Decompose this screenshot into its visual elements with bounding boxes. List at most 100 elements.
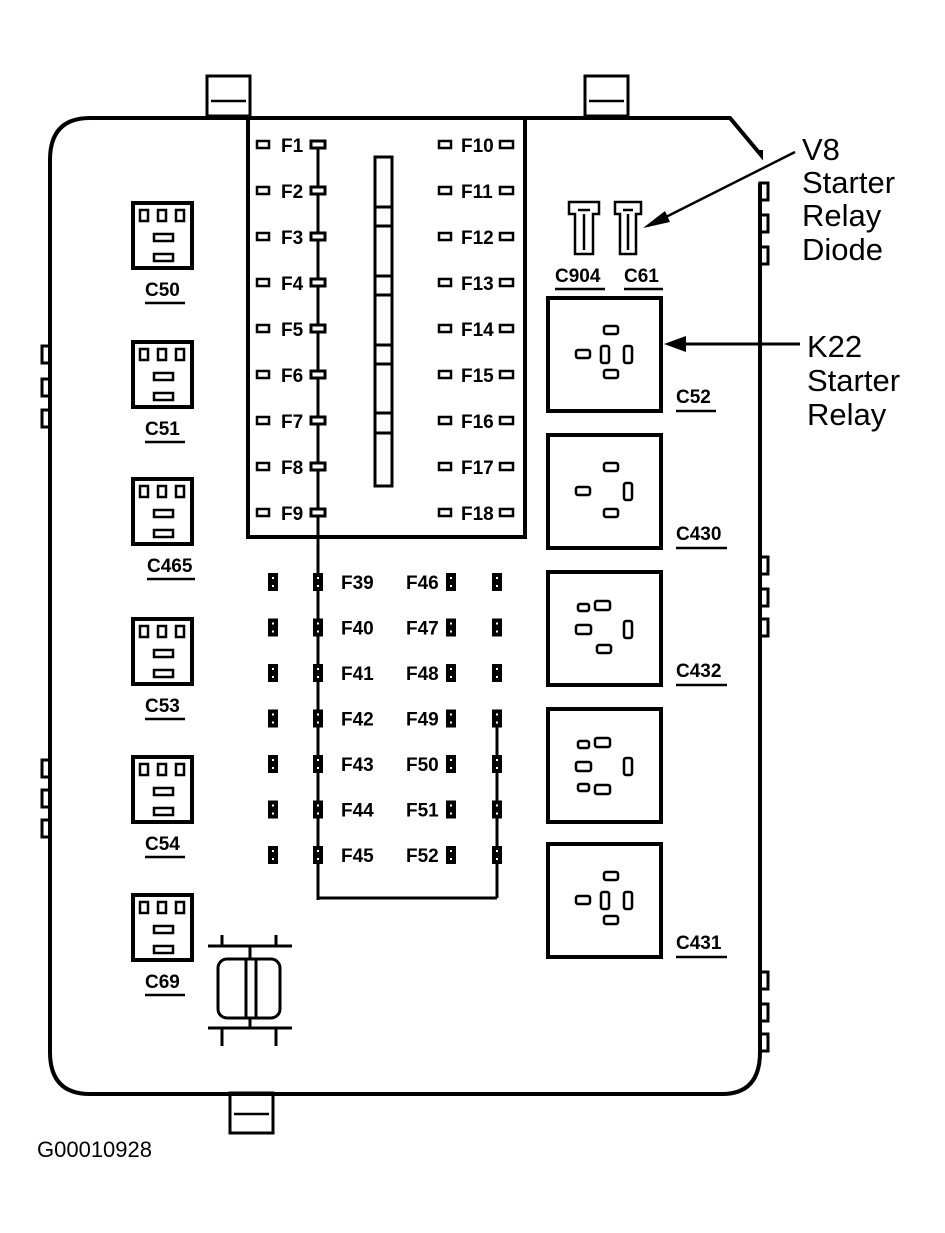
fuse-label: F52 xyxy=(406,846,439,867)
fuse-f10: F10 xyxy=(437,136,515,157)
fuse-f3: F3 xyxy=(255,228,327,249)
fuse-f42: F42 xyxy=(268,709,374,731)
fuse-f48: F48 xyxy=(406,664,502,685)
fuse-f9: F9 xyxy=(255,504,327,525)
maxi-fuse xyxy=(208,935,292,1046)
connector-c51: C51 xyxy=(131,340,194,444)
diode-c904 xyxy=(567,200,601,256)
fuse-f14: F14 xyxy=(437,320,515,341)
fuse-f12: F12 xyxy=(437,228,515,249)
fuse-label: F45 xyxy=(341,846,374,867)
fuse-f6: F6 xyxy=(255,366,327,387)
relay-c431: C431 xyxy=(546,842,727,959)
label-c61: C61 xyxy=(624,266,659,287)
fuse-label: F16 xyxy=(461,412,494,433)
upper-fuse-panel xyxy=(246,116,527,539)
fuse-f13: F13 xyxy=(437,274,515,295)
callout-arrow-relay xyxy=(664,336,800,352)
fuse-label: F42 xyxy=(341,710,374,731)
fuse-f50: F50 xyxy=(406,755,502,776)
fuse-label: F6 xyxy=(281,366,303,387)
connector-label: C54 xyxy=(145,834,180,855)
relay-label: C430 xyxy=(676,524,721,545)
connector-c465: C465 xyxy=(131,477,195,581)
fuse-f52: F52 xyxy=(406,846,502,867)
fuse-f7: F7 xyxy=(255,412,327,433)
fuse-label: F46 xyxy=(406,573,439,594)
connector-c69: C69 xyxy=(131,893,194,997)
fuse-label: F15 xyxy=(461,366,494,387)
fuse-label: F3 xyxy=(281,228,303,249)
connector-c54: C54 xyxy=(131,755,194,859)
mounting-tab-top-left xyxy=(205,74,252,118)
fuse-f47: F47 xyxy=(406,618,502,640)
callout-diode: V8 Starter Relay Diode xyxy=(802,132,904,267)
bus-bar xyxy=(373,155,394,488)
fuse-f5: F5 xyxy=(255,320,327,341)
fuse-f41: F41 xyxy=(268,664,374,685)
fuse-label: F2 xyxy=(281,182,303,203)
fuse-f40: F40 xyxy=(268,618,374,640)
diode-c61 xyxy=(613,200,643,256)
fuse-f16: F16 xyxy=(437,412,515,433)
fuse-f2: F2 xyxy=(255,182,327,203)
fuse-label: F7 xyxy=(281,412,303,433)
fuse-label: F18 xyxy=(461,504,494,525)
side-tabs-left xyxy=(40,344,52,839)
fuse-label: F50 xyxy=(406,755,439,776)
fuse-label: F51 xyxy=(406,801,439,822)
connector-label: C53 xyxy=(145,696,180,717)
fuse-label: F13 xyxy=(461,274,494,295)
figure-id: G00010928 xyxy=(37,1137,152,1162)
callout-arrow-diode xyxy=(643,150,796,228)
fuse-label: F41 xyxy=(341,664,374,685)
fuse-f8: F8 xyxy=(255,458,327,479)
fuse-label: F9 xyxy=(281,504,303,525)
fuse-f43: F43 xyxy=(268,755,374,776)
fuse-f17: F17 xyxy=(437,458,515,479)
fuse-f44: F44 xyxy=(268,800,374,822)
fuse-label: F39 xyxy=(341,573,374,594)
fuse-label: F4 xyxy=(281,274,304,295)
fuse-label: F1 xyxy=(281,136,304,157)
side-tabs-right xyxy=(758,181,770,1053)
connector-c53: C53 xyxy=(131,617,194,721)
connector-label: C50 xyxy=(145,280,180,301)
fuse-f18: F18 xyxy=(437,504,515,525)
fuse-f39: F39 xyxy=(268,573,374,594)
fuse-label: F17 xyxy=(461,458,494,479)
connector-label: C69 xyxy=(145,972,180,993)
relay-label: C431 xyxy=(676,933,722,954)
relay-c430: C430 xyxy=(546,433,727,550)
relay-label: C432 xyxy=(676,661,721,682)
fuse-f1: F1 xyxy=(255,136,327,157)
fuse-f45: F45 xyxy=(268,846,374,867)
fuse-f46: F46 xyxy=(406,573,502,594)
callout-relay: K22 Starter Relay xyxy=(807,329,909,432)
fuse-label: F8 xyxy=(281,458,303,479)
fuse-f15: F15 xyxy=(437,366,515,387)
fuse-label: F43 xyxy=(341,755,374,776)
relay-label: C52 xyxy=(676,387,711,408)
relay-c52: C52 xyxy=(546,296,716,413)
fuse-box-outline xyxy=(48,116,763,1096)
fuse-label: F14 xyxy=(461,320,494,341)
fuse-f51: F51 xyxy=(406,800,502,822)
connector-label: C465 xyxy=(147,556,193,577)
fuse-label: F5 xyxy=(281,320,304,341)
relay-unlabeled xyxy=(546,707,663,824)
connector-label: C51 xyxy=(145,419,180,440)
fuse-f11: F11 xyxy=(437,182,515,203)
fuse-label: F48 xyxy=(406,664,439,685)
fuse-f49: F49 xyxy=(406,709,502,731)
fuse-label: F47 xyxy=(406,619,439,640)
fuse-label: F10 xyxy=(461,136,494,157)
fuse-f4: F4 xyxy=(255,274,327,295)
relay-c432: C432 xyxy=(546,570,727,687)
fuse-label: F40 xyxy=(341,619,374,640)
mounting-tab-top-right xyxy=(583,74,630,118)
label-c904: C904 xyxy=(555,266,601,287)
fuse-label: F11 xyxy=(461,182,493,203)
fuse-label: F12 xyxy=(461,228,494,249)
